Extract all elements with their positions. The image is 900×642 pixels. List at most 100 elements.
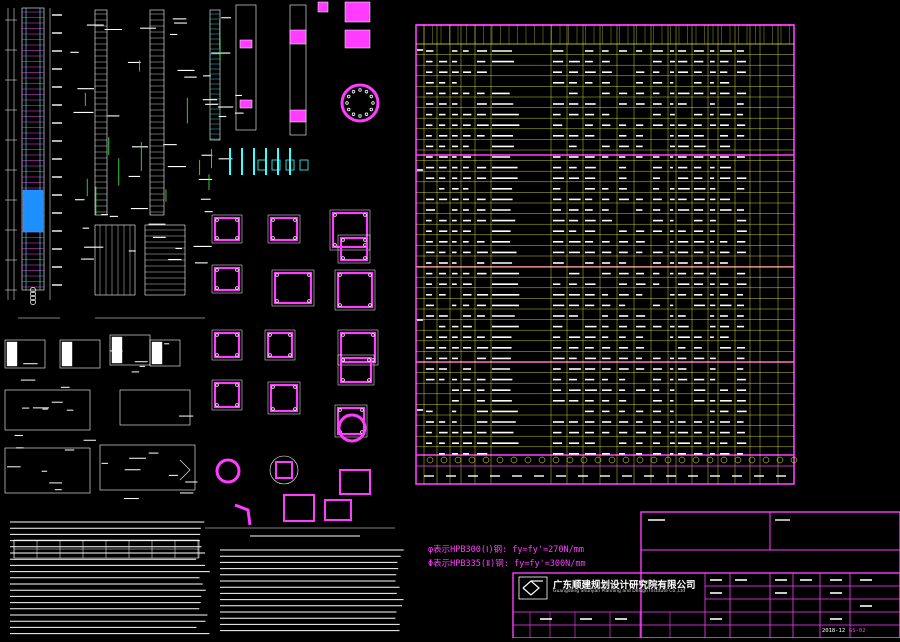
cross-section-stirrup	[269, 383, 299, 413]
schedule-footer-circle	[552, 456, 560, 464]
round-section-stirrup	[275, 461, 293, 479]
rebar-detail	[257, 159, 267, 171]
schedule-footer-circle	[692, 456, 700, 464]
beam-section	[4, 339, 46, 369]
schedule-footer-circle	[748, 456, 756, 464]
beam-section-fill	[151, 341, 163, 365]
company-logo	[518, 576, 548, 600]
cross-section-stirrup	[339, 356, 373, 384]
rebar-dot	[360, 408, 364, 412]
section-hatch	[239, 39, 253, 49]
section-elevation	[235, 4, 257, 131]
cross-section	[329, 209, 371, 251]
rebar-dot	[268, 353, 272, 357]
cross-section-stirrup	[213, 331, 241, 359]
rebar-dot	[367, 378, 371, 382]
round-section	[337, 413, 367, 443]
rebar-dot	[369, 107, 373, 112]
rebar-dot	[235, 333, 239, 337]
slab-section	[99, 444, 196, 491]
beam-section	[59, 339, 101, 369]
rebar-dot	[215, 286, 219, 290]
schedule-footer-circle	[664, 456, 672, 464]
rebar-dot	[307, 273, 311, 277]
rebar-dot	[235, 236, 239, 240]
rebar-dot	[215, 403, 219, 407]
rebar-dot	[235, 383, 239, 387]
round-section	[269, 455, 299, 485]
rebar-dot	[368, 273, 372, 277]
schedule-footer-circle	[762, 456, 770, 464]
column-anchor-circle	[30, 299, 36, 305]
schedule-footer-circle	[636, 456, 644, 464]
cross-section-stirrup	[339, 331, 377, 364]
slab-section	[119, 389, 191, 426]
cross-section	[211, 214, 243, 244]
rebar-dot	[358, 88, 362, 92]
column-anchor-circle	[30, 287, 36, 293]
rebar-dot	[235, 286, 239, 290]
cross-section	[334, 269, 376, 311]
beam-section	[149, 339, 181, 367]
slab-section	[4, 447, 91, 494]
beam-section-fill	[111, 336, 123, 364]
cross-section-stirrup	[324, 499, 352, 521]
section-hatch	[289, 109, 307, 123]
rebar-dot	[341, 378, 345, 382]
section-hatch	[344, 1, 371, 23]
cross-section-stirrup	[339, 236, 369, 262]
rebar-dot	[363, 238, 367, 242]
schedule-footer-circle	[608, 456, 616, 464]
column-anchor-circle	[30, 295, 36, 301]
column-elevation	[21, 7, 45, 291]
rebar-dot	[368, 303, 372, 307]
schedule-footer-circle	[790, 456, 798, 464]
section-hatch	[239, 99, 253, 109]
cross-section	[211, 379, 243, 411]
cross-section	[267, 214, 301, 244]
rebar-dot	[307, 299, 311, 303]
cross-section	[267, 381, 301, 415]
schedule-footer-circle	[622, 456, 630, 464]
rebar-dot	[271, 236, 275, 240]
rebar-dot	[364, 112, 369, 116]
round-section	[215, 458, 241, 484]
cross-section-stirrup	[273, 271, 313, 305]
cross-section-stirrup	[266, 331, 294, 359]
rebar-dot	[371, 101, 375, 105]
schedule-footer-circle	[524, 456, 532, 464]
rebar-dot	[369, 94, 373, 99]
rebar-dot	[364, 90, 369, 94]
schedule-footer-circle	[482, 456, 490, 464]
pile-section-circle	[340, 83, 380, 123]
rebar-dot	[271, 407, 275, 411]
schedule-footer-circle	[594, 456, 602, 464]
joint-elevation	[94, 224, 136, 296]
section-hatch	[344, 29, 371, 49]
rebar-detail	[299, 159, 309, 171]
column-confinement-zone	[22, 189, 44, 233]
cross-section	[211, 264, 243, 294]
beam-section-fill	[6, 341, 18, 367]
schedule-footer-circle	[566, 456, 574, 464]
schedule-footer-circle	[720, 456, 728, 464]
rebar-dot	[371, 333, 375, 337]
beam-column-elevation	[94, 9, 108, 216]
rebar-dot	[341, 358, 345, 362]
rebar-dot	[275, 299, 279, 303]
cross-section-stirrup	[336, 271, 374, 309]
rebar-dot	[341, 256, 345, 260]
rebar-dot	[235, 218, 239, 222]
rebar-detail	[271, 159, 281, 171]
rebar-dot	[235, 268, 239, 272]
schedule-footer-circle	[510, 456, 518, 464]
rebar-dot	[333, 213, 337, 217]
rebar-dot	[363, 213, 367, 217]
schedule-footer-circle	[650, 456, 658, 464]
rebar-dot	[345, 101, 349, 105]
rebar-dot	[363, 256, 367, 260]
schedule-footer-circle	[454, 456, 462, 464]
rebar-dot	[268, 333, 272, 337]
rebar-dot	[293, 385, 297, 389]
